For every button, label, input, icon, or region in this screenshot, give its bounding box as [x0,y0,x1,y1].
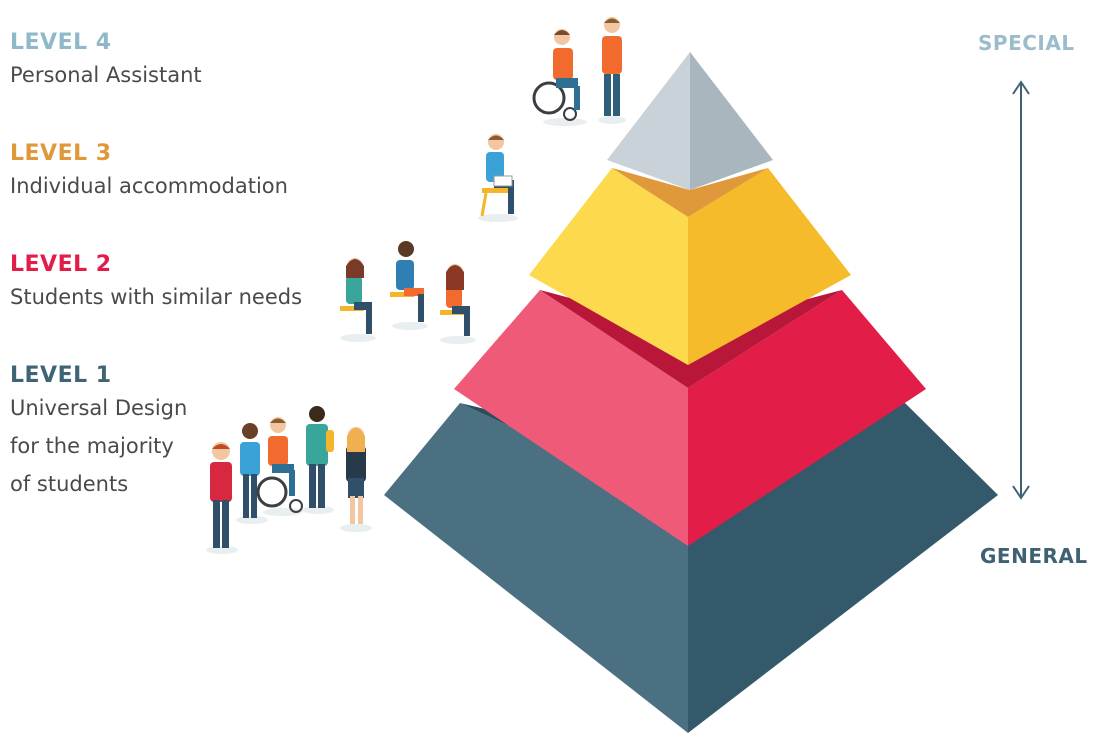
level-2-description: Students with similar needs [10,285,303,309]
level-1-description-line-1: Universal Design [10,396,188,420]
scale-bottom-label: GENERAL [980,544,1088,568]
level-3-description: Individual accommodation [10,174,288,198]
students-level-1-icon [206,406,372,554]
pyramid-tier-3 [529,168,851,365]
level-1-description-line-2: for the majority [10,434,174,458]
students-level-3-icon [478,134,518,222]
level-1-title: LEVEL 1 [10,363,112,388]
level-3-title: LEVEL 3 [10,141,112,166]
level-1-block: LEVEL 1 Universal Design for the majorit… [10,363,187,504]
level-4-description: Personal Assistant [10,63,202,87]
level-2-block: LEVEL 2 Students with similar needs [10,252,302,317]
level-3-block: LEVEL 3 Individual accommodation [10,141,288,206]
scale-top-label: SPECIAL [978,31,1075,55]
students-level-4-icon [532,17,626,126]
level-4-title: LEVEL 4 [10,30,112,55]
students-level-2-icon [340,241,476,344]
scale-arrow [1012,80,1030,500]
level-4-block: LEVEL 4 Personal Assistant [10,30,202,95]
pyramid-tier-4 [607,52,773,190]
level-1-description-line-3: of students [10,472,129,496]
level-2-title: LEVEL 2 [10,252,112,277]
